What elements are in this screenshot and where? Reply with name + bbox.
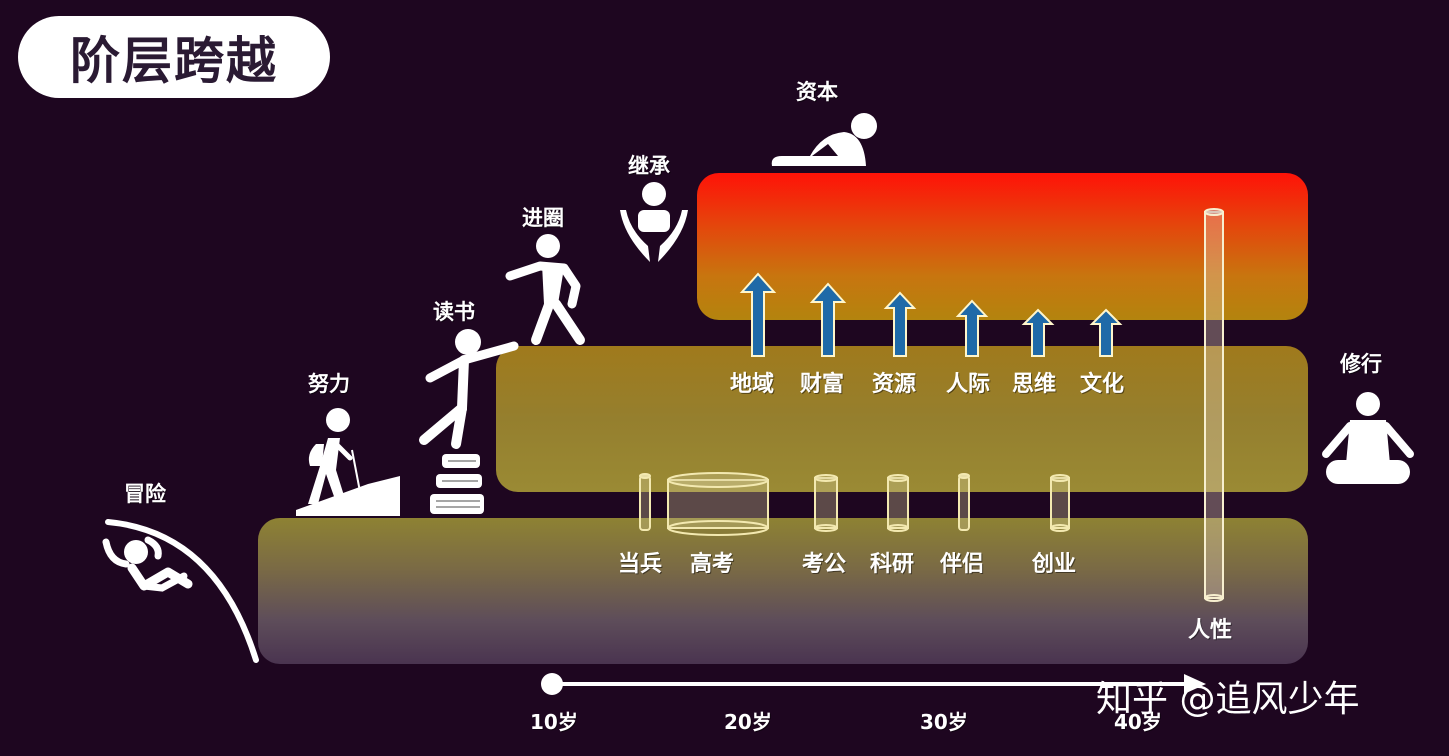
join-circle-label: 进圈 — [522, 206, 564, 230]
pillar-label: 创业 — [1032, 552, 1077, 577]
cultivate-label: 修行 — [1340, 352, 1382, 376]
reclining-person-icon — [771, 113, 877, 166]
arrow-up-icon — [883, 291, 917, 357]
hiker-icon — [296, 408, 400, 516]
pillar-icon — [814, 474, 838, 532]
arrow-up-icon — [809, 282, 847, 357]
timeline-axis — [541, 673, 1206, 695]
arrow-up-icon — [955, 299, 989, 357]
pillar-icon — [639, 473, 651, 531]
timeline-tick: 30岁 — [920, 710, 968, 734]
arrow-up-icon — [1021, 308, 1055, 357]
page-title: 阶层跨越 — [70, 32, 278, 90]
arrow-label: 财富 — [800, 372, 845, 397]
pillar-icon — [958, 473, 970, 531]
adventure-label: 冒险 — [124, 482, 166, 506]
arrow-label: 地域 — [730, 372, 775, 397]
timeline-tick: 10岁 — [530, 710, 578, 734]
pillar-icon — [1050, 474, 1070, 532]
effort-label: 努力 — [308, 372, 350, 396]
pillars-group — [639, 472, 1070, 536]
pillar-label: 伴侣 — [940, 552, 985, 577]
walking-person-icon — [505, 234, 585, 345]
meditation-icon — [1322, 392, 1414, 484]
reaching-person-icon — [419, 329, 519, 514]
arrow-up-icon — [1089, 308, 1123, 357]
timeline-tick: 40岁 — [1114, 710, 1162, 734]
band-middle — [496, 346, 1308, 492]
timeline-tick: 20岁 — [724, 710, 772, 734]
pillar-label: 当兵 — [618, 552, 663, 577]
arrows-group — [739, 272, 1123, 357]
books-icon — [430, 454, 484, 514]
arrow-label: 文化 — [1080, 372, 1125, 397]
pillar-icon — [887, 474, 909, 532]
pillar-label: 高考 — [690, 552, 735, 577]
watermark: 知乎 @追风少年 — [1096, 679, 1360, 720]
human-nature-label: 人性 — [1188, 618, 1233, 643]
arrow-up-icon — [739, 272, 777, 357]
pillar-label: 考公 — [802, 552, 847, 577]
hands-holding-person-icon — [620, 182, 688, 262]
reading-label: 读书 — [433, 300, 475, 324]
inherit-label: 继承 — [628, 154, 670, 178]
pole-vault-icon — [102, 519, 259, 663]
arrow-label: 人际 — [946, 372, 991, 397]
capital-label: 资本 — [796, 80, 838, 104]
pillar-icon — [667, 472, 769, 536]
pillar-label: 科研 — [870, 552, 915, 577]
band-bottom — [258, 518, 1308, 664]
human-nature-pillar-icon — [1204, 208, 1224, 602]
arrow-label: 资源 — [872, 372, 917, 397]
arrow-label: 思维 — [1012, 372, 1057, 397]
timeline-arrowhead-icon — [1184, 674, 1206, 694]
title-pill: 阶层跨越 — [18, 16, 330, 98]
band-top — [697, 173, 1308, 320]
